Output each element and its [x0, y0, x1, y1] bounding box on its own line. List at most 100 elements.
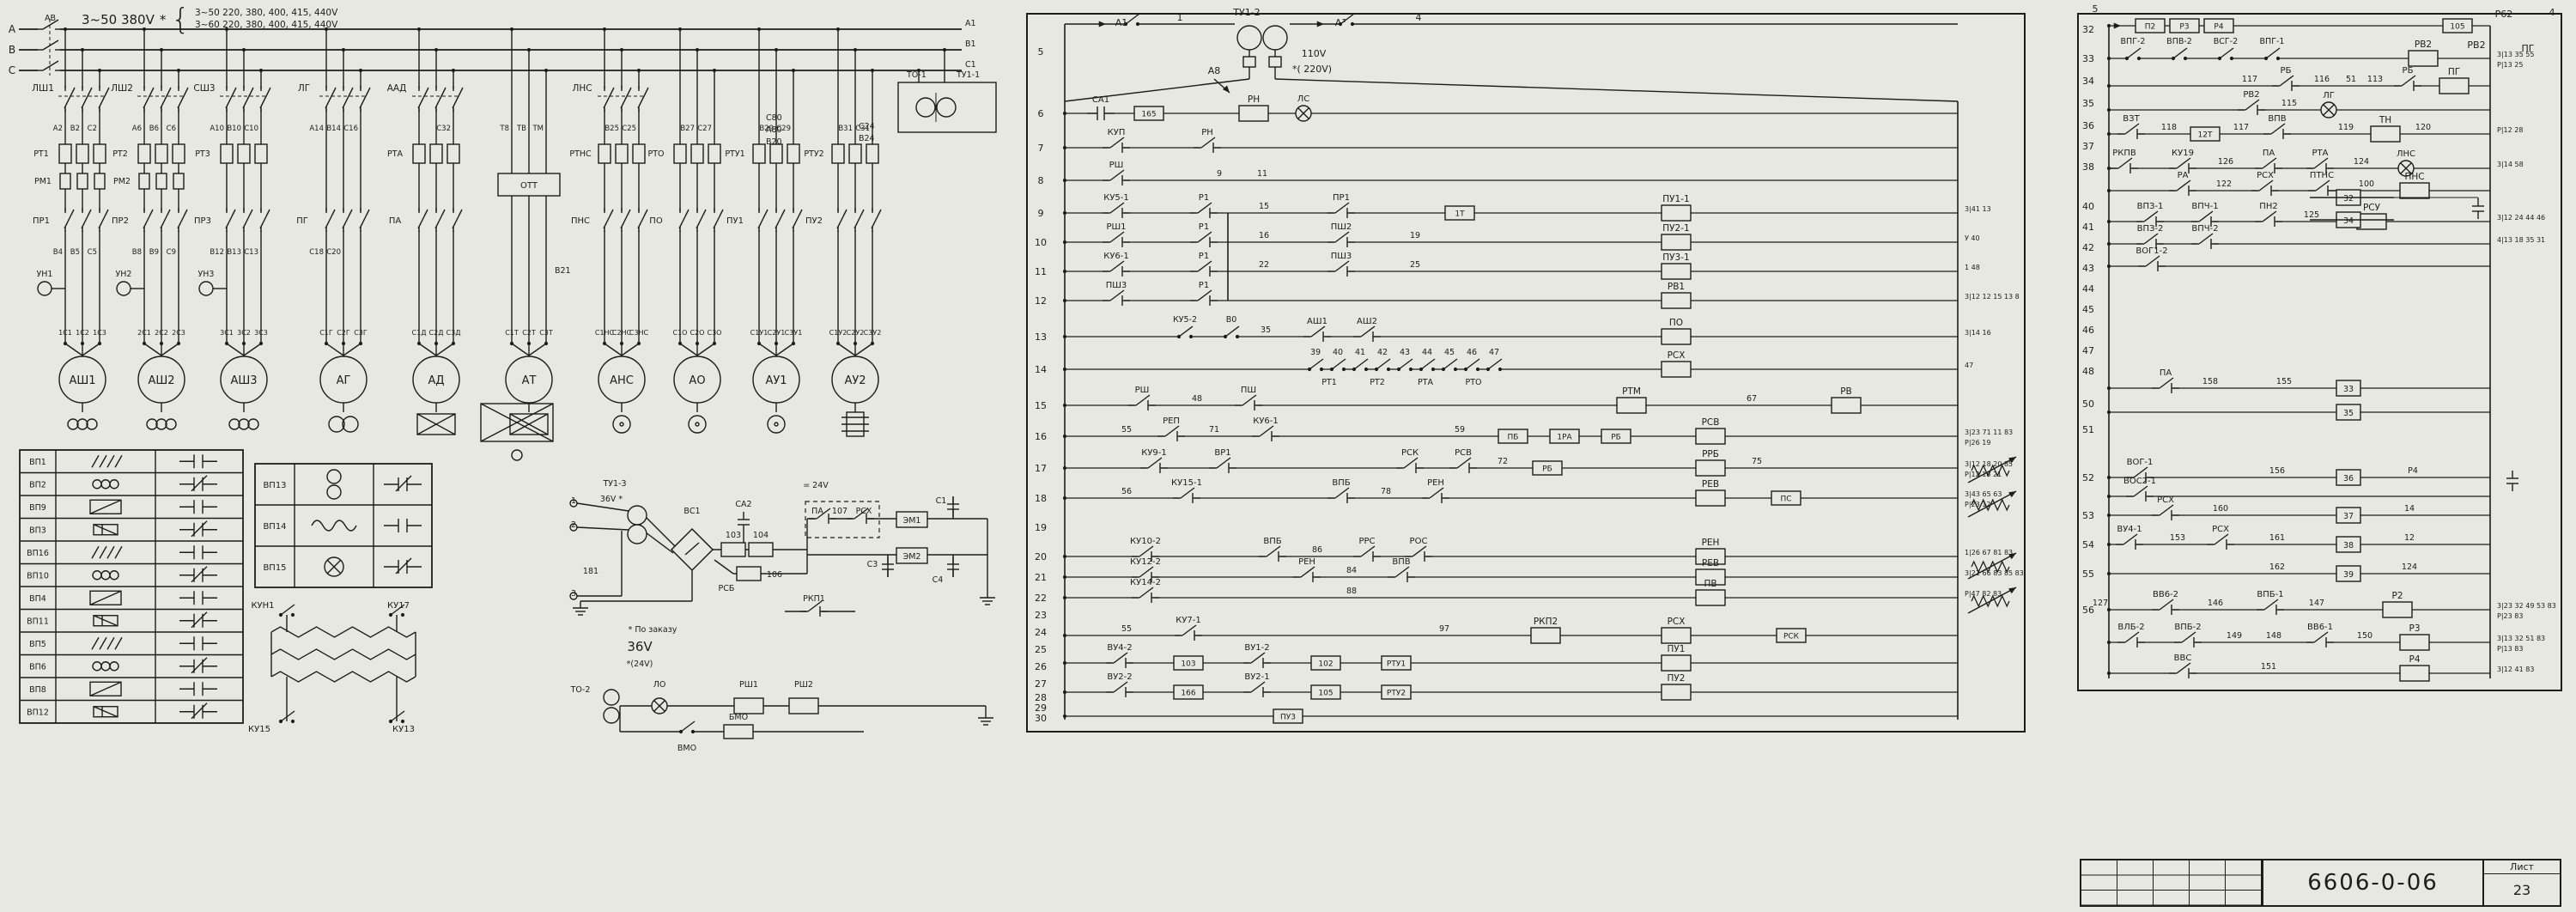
- box-label: РТУ1: [1387, 660, 1406, 669]
- heater-label: КУ15: [248, 725, 270, 734]
- document-number: 6606-0-06: [2307, 870, 2439, 896]
- wire-label: С25: [622, 125, 636, 133]
- wire-number: 117: [2233, 123, 2249, 132]
- wire-numbers: 1 48: [1965, 264, 1980, 271]
- wire-number: 125: [2304, 210, 2319, 220]
- contact-label: ВПБ-2: [2174, 623, 2201, 632]
- contact-label: ПШ3: [1106, 281, 1127, 290]
- contact-label: ВПЗ-1: [2137, 202, 2164, 211]
- relay-label: РТА: [387, 149, 404, 159]
- contact-label: РА: [2178, 171, 2189, 180]
- wire-numbers: 3|12 18 20 85: [1965, 460, 2013, 468]
- coil-label: РЕВ: [1702, 479, 1719, 489]
- contact-label: РСХ: [2157, 496, 2174, 505]
- wire-number: 115: [2281, 99, 2297, 108]
- coil-label: РЕВ: [1702, 558, 1719, 568]
- terminal-box: 36: [2343, 474, 2354, 483]
- coil-label: ПВ: [1704, 579, 1716, 589]
- box-label: 102: [1318, 660, 1333, 669]
- line-number: 9: [1038, 208, 1044, 219]
- wire-number: 118: [2161, 123, 2177, 132]
- terminal-label: 1С1: [58, 329, 72, 337]
- table-row-label: ВП8: [29, 685, 46, 695]
- wire-label: С27: [697, 125, 712, 133]
- wire-number: 158: [2202, 377, 2218, 386]
- label: 5: [2093, 3, 2099, 15]
- box-label: 1Т: [1455, 210, 1465, 219]
- wire-number: 153: [2170, 533, 2185, 543]
- wire-number: 56: [1121, 487, 1132, 496]
- contact-label: ПР1: [1333, 193, 1350, 203]
- label: РШ2: [794, 680, 813, 690]
- contact-label: ПТНС: [2310, 171, 2334, 180]
- contact-label: РСХ: [2257, 171, 2274, 180]
- contact-label: ПШ2: [1331, 222, 1352, 232]
- wire-number: Р4: [2408, 466, 2418, 476]
- line-number: 45: [2082, 304, 2094, 315]
- contactor-label: ПР2: [112, 216, 129, 226]
- box-label: 105: [2450, 23, 2464, 32]
- wire-numbers: 3|14 58: [2497, 161, 2524, 168]
- label: С4: [933, 575, 944, 585]
- lamp-label: ЛГ: [2323, 91, 2335, 100]
- breaker-label: ААД: [387, 83, 407, 94]
- table-row-label: ВП4: [29, 594, 46, 604]
- wire-label: ТВ: [516, 125, 526, 133]
- line-number: 20: [1035, 551, 1047, 562]
- relay-label: РМ2: [113, 177, 131, 186]
- contactor-label: ПР1: [33, 216, 50, 226]
- wire-numbers: 3|12 24 44 46: [2497, 214, 2545, 222]
- relay-label: РТ3: [195, 149, 210, 159]
- box-label: Р3: [2179, 23, 2189, 32]
- label: 1: [1177, 12, 1183, 23]
- contact-label: ВПЧ-1: [2191, 202, 2218, 211]
- box-label: ПУ3: [1280, 714, 1296, 722]
- motor-label: АНС: [610, 374, 634, 387]
- wire-number: 162: [2269, 562, 2285, 572]
- line-number: 18: [1035, 493, 1047, 504]
- wire-number: 100: [2359, 179, 2374, 189]
- motor-label: АШ1: [69, 374, 95, 387]
- terminal-label: 2С1: [137, 329, 151, 337]
- coil-label: РСУ: [2363, 203, 2381, 213]
- wire-label: В6: [149, 125, 159, 133]
- contact-label: КУ19: [2172, 149, 2194, 158]
- line-number: 53: [2082, 510, 2094, 521]
- motor-label: АШ2: [148, 374, 174, 387]
- breaker-label: ЛГ: [298, 83, 310, 94]
- wire-label: В4: [53, 248, 63, 257]
- wire-number: 9: [1217, 169, 1222, 179]
- wire-label: С5: [88, 248, 97, 257]
- label: 4: [1416, 12, 1422, 23]
- label: 181: [583, 567, 598, 576]
- aux-label: УН3: [198, 270, 215, 279]
- switch-label: 39: [1310, 348, 1321, 357]
- wire-number: 14: [2404, 504, 2415, 514]
- line-number: 43: [2082, 263, 2094, 274]
- switch-label: КУ5-2: [1173, 315, 1197, 325]
- contact-label: РТА: [2312, 149, 2329, 158]
- contact-label: РЕН: [1427, 478, 1444, 488]
- label: 1: [571, 496, 576, 506]
- wire-number: 126: [2218, 157, 2233, 167]
- wire-number: 161: [2269, 533, 2285, 543]
- contact-label: ПШ: [1241, 386, 1256, 395]
- switch-label: 47: [1489, 348, 1499, 357]
- wire-numbers: 3|21 66 83 85 83: [1965, 569, 2024, 577]
- label: ТУ1-3: [602, 479, 626, 489]
- contact-label: РН: [1201, 128, 1213, 137]
- wire-number: 55: [1121, 425, 1132, 435]
- wire-numbers: 3|13 32 51 83: [2497, 635, 2545, 642]
- wire-label: С31: [855, 125, 870, 133]
- label: А1: [965, 19, 976, 28]
- wire-numbers: 3|12 41 83: [2497, 666, 2534, 673]
- contact-label: РСХ: [2212, 525, 2229, 534]
- contact-label: РШ: [1109, 161, 1124, 170]
- table-row-label: ВП2: [29, 481, 46, 490]
